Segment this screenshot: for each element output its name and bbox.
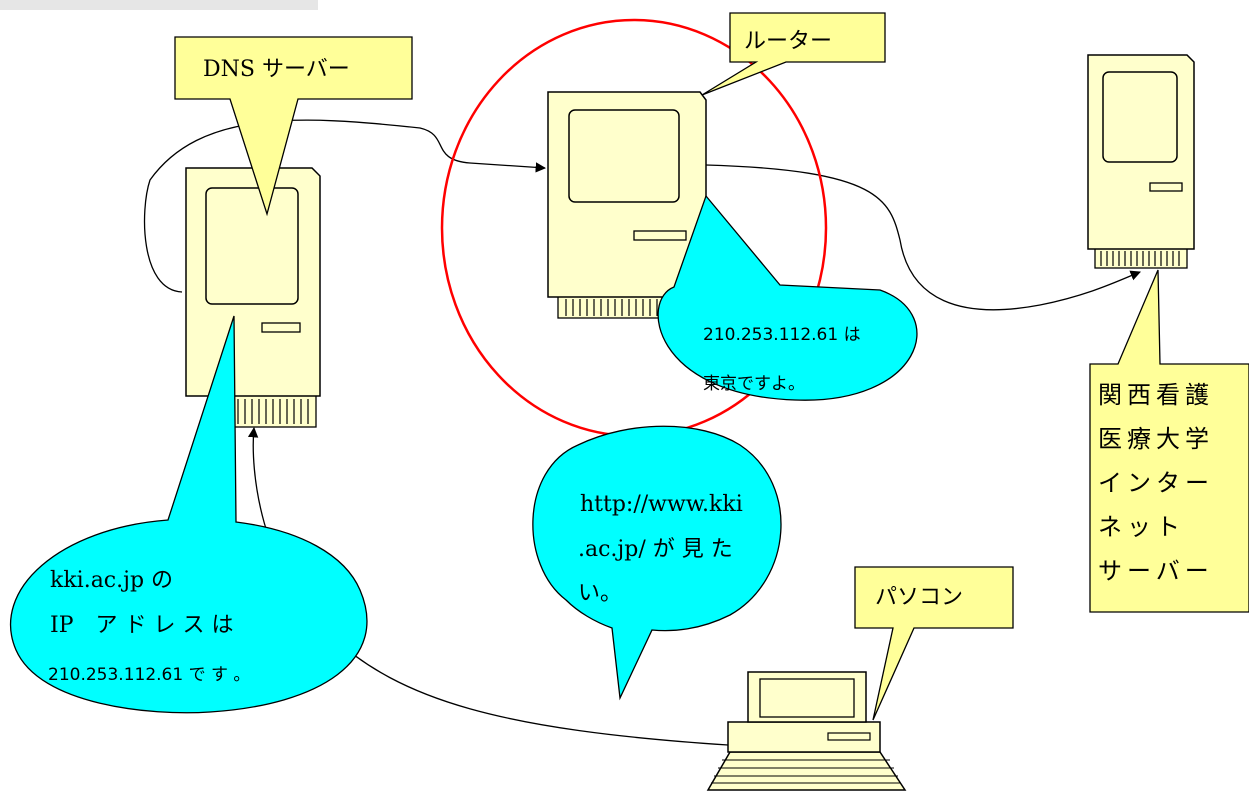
pc-computer-icon (706, 671, 907, 791)
dns-server-label: DNS サーバー (203, 57, 350, 82)
pc-request-bubble (532, 425, 782, 701)
cropped-caption (0, 0, 318, 10)
dns-answer-line-3: 210.253.112.61 で す 。 (48, 665, 250, 685)
link-router-to-server (705, 164, 1141, 311)
router-note-line-1: 210.253.112.61 は (703, 325, 861, 345)
university-server-callout (1089, 269, 1249, 613)
pc-request-line-1: http://www.kki (580, 492, 743, 517)
dns-answer-text: kki.ac.jp の IP ア ド レ ス は 210.253.112.61 … (48, 568, 250, 685)
dns-server-callout (174, 36, 413, 217)
university-server-label-line-5: サーバー (1098, 557, 1214, 585)
university-server-label-line-3: インター (1098, 469, 1214, 497)
dns-answer-line-2: IP ア ド レ ス は (50, 613, 233, 638)
router-label: ルーター (744, 29, 832, 54)
pc-label: パソコン (875, 585, 963, 610)
pc-request-line-2: .ac.jp/ が 見 た (578, 537, 733, 562)
router-callout (701, 12, 886, 96)
router-computer-icon (547, 91, 707, 319)
university-server-computer-icon (1087, 54, 1195, 269)
pc-request-text: http://www.kki .ac.jp/ が 見 た い。 (578, 492, 750, 606)
router-note-line-2: 東京ですよ。 (703, 374, 805, 394)
dns-server-computer-icon (185, 167, 321, 428)
university-server-label-line-2: 医療大学 (1098, 425, 1214, 453)
router-note-bubble (657, 194, 918, 401)
pc-request-line-3: い。 (578, 581, 622, 606)
university-server-label: 関西看護 医療大学 インター ネット サーバー (1098, 381, 1227, 585)
dns-answer-line-1: kki.ac.jp の (50, 568, 173, 593)
dns-answer-bubble (10, 315, 368, 714)
router-note-text: 210.253.112.61 は 東京ですよ。 (703, 325, 866, 394)
pc-callout (854, 566, 1014, 721)
university-server-label-line-1: 関西看護 (1098, 381, 1214, 409)
university-server-label-line-4: ネット (1098, 513, 1185, 541)
